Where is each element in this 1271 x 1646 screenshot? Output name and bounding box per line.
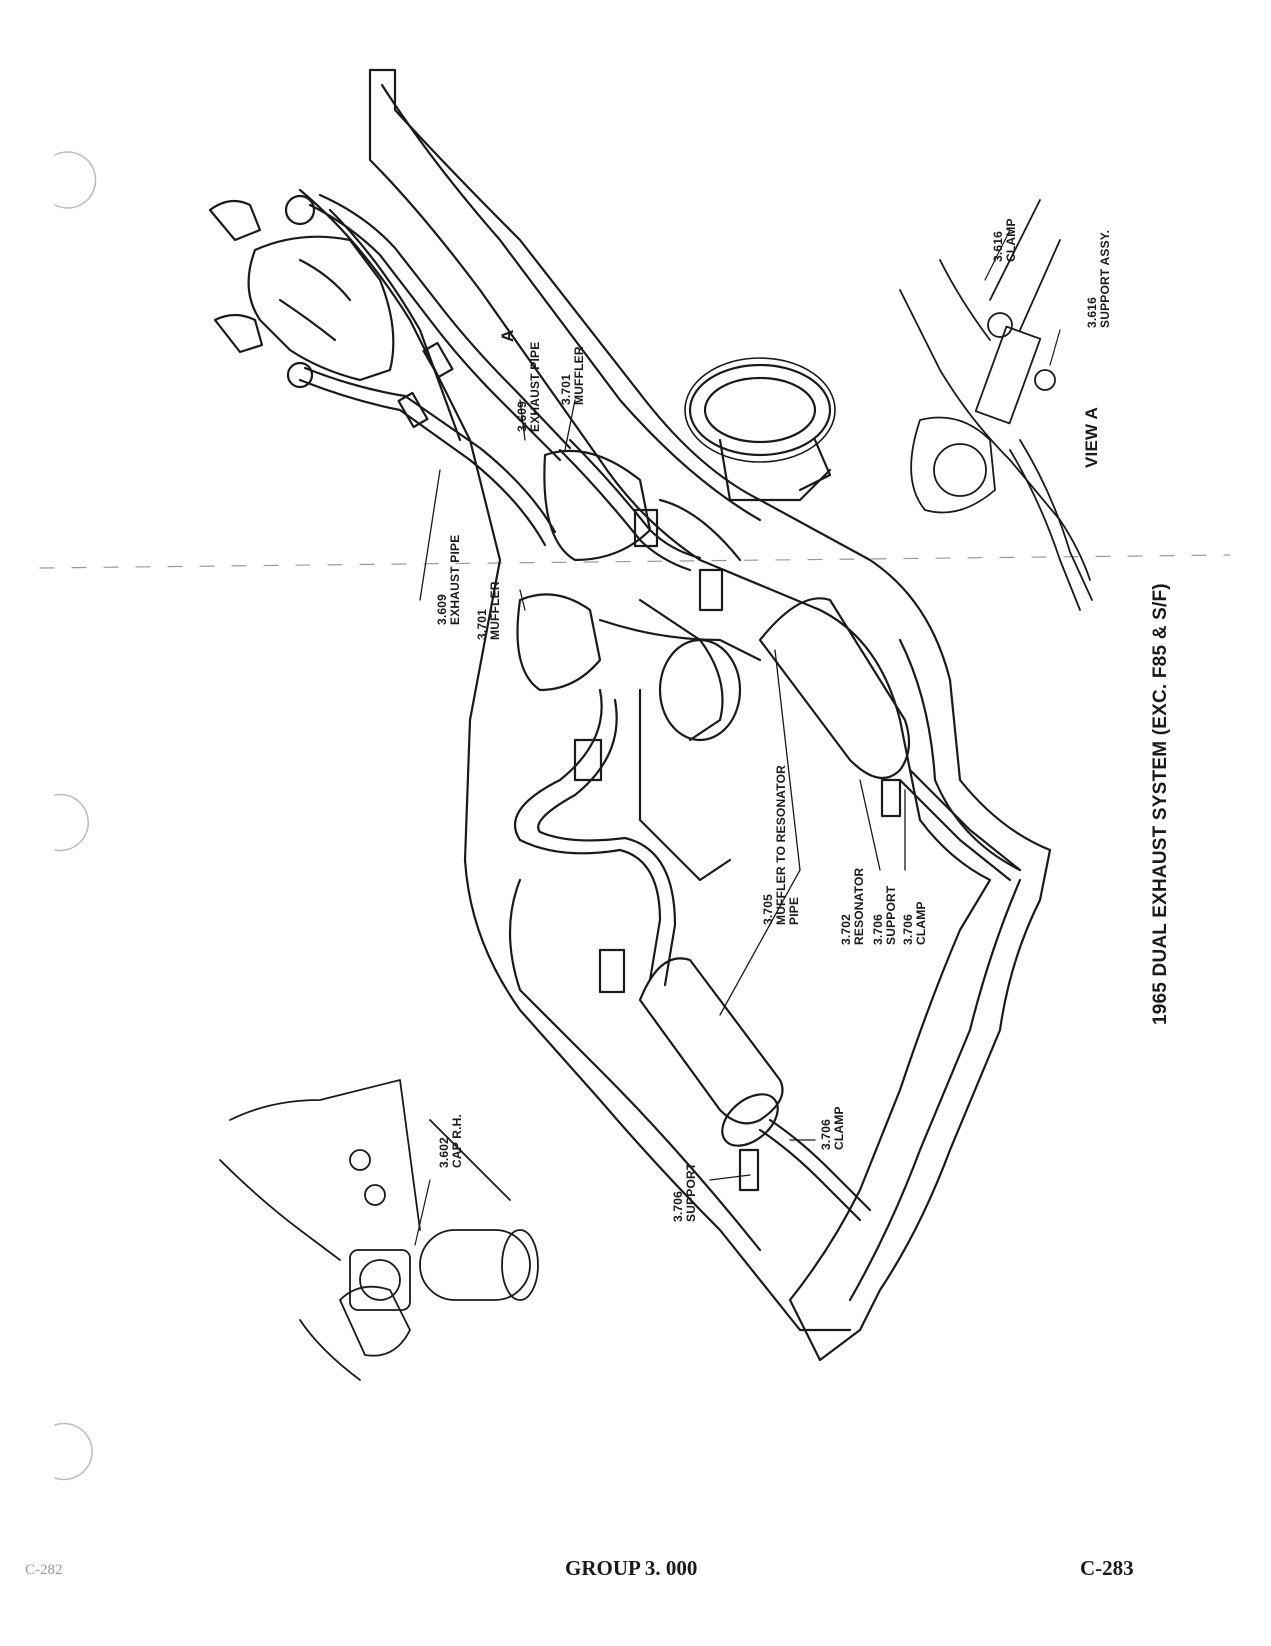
view-a-marker: A (498, 330, 518, 342)
spare-tire (684, 357, 836, 492)
rear-axle (638, 363, 832, 882)
callout-name: CLAMP (914, 901, 928, 945)
callout-exhaust-pipe-upper: 3.609 EXHAUST PIPE (515, 341, 542, 432)
callout-name: SUPPORT ASSY. (1098, 229, 1112, 328)
callout-name-line2: PIPE (787, 896, 801, 925)
faded-page-mark: C-282 (25, 1562, 63, 1578)
callout-muffler-upper: 3.701 MUFFLER (559, 346, 586, 405)
resonators (638, 597, 911, 1147)
tail-pipes (573, 508, 1022, 1222)
view-marker-letter: A (498, 329, 517, 342)
callout-name: EXHAUST PIPE (528, 341, 542, 432)
callout-clamp-tail: 3.706 CLAMP (819, 1106, 846, 1150)
callout-name: EXHAUST PIPE (448, 534, 462, 625)
exhaust-pipes (298, 193, 572, 547)
callout-name: MUFFLER (488, 581, 502, 640)
view-a-label: VIEW A (1082, 406, 1101, 468)
callout-clamp-view-a: 3.616 CLAMP (991, 218, 1018, 262)
cap-rh-inset (219, 1079, 539, 1381)
callout-cap-rh: 3.602 CAP R.H. (437, 1113, 464, 1168)
callout-name: CLAMP (1004, 218, 1018, 262)
callout-name: RESONATOR (852, 867, 866, 945)
fold-line (39, 554, 1231, 569)
callout-name: CLAMP (832, 1106, 846, 1150)
callout-muffler-lower: 3.701 MUFFLER (475, 581, 502, 640)
callout-support-tail: 3.706 SUPPORT (671, 1162, 698, 1222)
callout-name: SUPPORT (884, 885, 898, 945)
callout-name: SUPPORT (684, 1162, 698, 1222)
callout-exhaust-pipe-lower: 3.609 EXHAUST PIPE (435, 534, 462, 625)
view-a-inset (899, 199, 1093, 611)
group-number: GROUP 3. 000 (565, 1556, 698, 1580)
page-number: C-283 (1080, 1556, 1134, 1580)
binder-holes (54, 151, 97, 1481)
transmission-housing (208, 194, 395, 389)
callout-clamp-rh: 3.706 CLAMP (901, 901, 928, 945)
leader-lines (419, 399, 906, 1181)
callout-muffler-to-resonator-pipe: 3.705 MUFFLER TO RESONATOR PIPE (761, 765, 801, 925)
figure-caption: 1965 DUAL EXHAUST SYSTEM (EXC. F85 & S/F… (1150, 583, 1171, 1025)
mufflers (516, 449, 762, 692)
muffler-to-resonator-pipe (514, 438, 702, 987)
callout-support-rh: 3.706 SUPPORT (871, 885, 898, 945)
callout-support-assy-view-a: 3.616 SUPPORT ASSY. (1085, 229, 1112, 328)
callout-name: MUFFLER (572, 346, 586, 405)
callout-name: CAP R.H. (450, 1113, 464, 1168)
callout-resonator: 3.702 RESONATOR (839, 867, 866, 945)
